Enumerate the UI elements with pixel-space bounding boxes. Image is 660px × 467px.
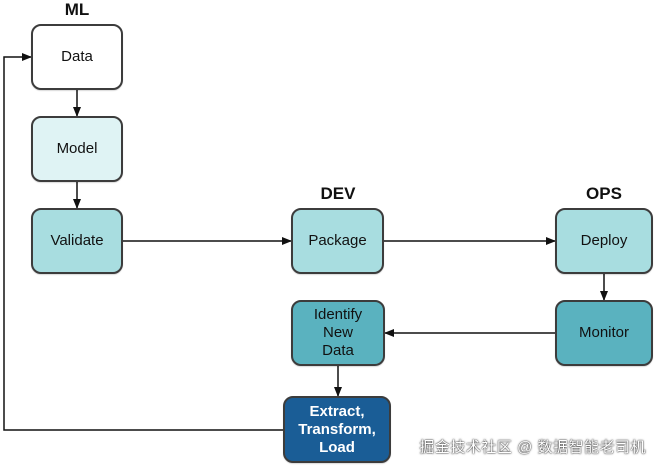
extract-transform-load-node: Extract, Transform, Load — [283, 396, 391, 463]
model-node: Model — [31, 116, 123, 182]
etl-label-line: Load — [319, 438, 355, 456]
model-node-label: Model — [56, 140, 98, 157]
identify-new-data-node: Identify New Data — [291, 300, 385, 366]
identify-label-line: Data — [322, 342, 354, 359]
deploy-node: Deploy — [555, 208, 653, 274]
etl-label-line: Transform, — [298, 420, 376, 438]
identify-label-line: Identify — [313, 306, 363, 323]
data-node-label: Data — [61, 48, 93, 65]
etl-label: Extract, Transform, Load — [286, 403, 388, 457]
data-node: Data — [31, 24, 123, 90]
dev-heading: DEV — [320, 184, 356, 203]
identify-new-data-label: Identify New Data — [302, 306, 374, 360]
watermark: 掘金技术社区 @ 数据智能老司机 — [419, 439, 646, 456]
package-node-label: Package — [308, 232, 367, 249]
ops-heading: OPS — [586, 184, 622, 203]
validate-node: Validate — [31, 208, 123, 274]
ml-heading: ML — [64, 0, 90, 19]
arrow-etl-to-data — [3, 53, 283, 431]
monitor-node: Monitor — [555, 300, 653, 366]
deploy-node-label: Deploy — [580, 232, 628, 249]
monitor-node-label: Monitor — [578, 324, 630, 341]
etl-label-line: Extract, — [309, 402, 365, 420]
validate-node-label: Validate — [50, 232, 104, 249]
identify-label-line: New — [322, 324, 353, 341]
package-node: Package — [291, 208, 384, 274]
